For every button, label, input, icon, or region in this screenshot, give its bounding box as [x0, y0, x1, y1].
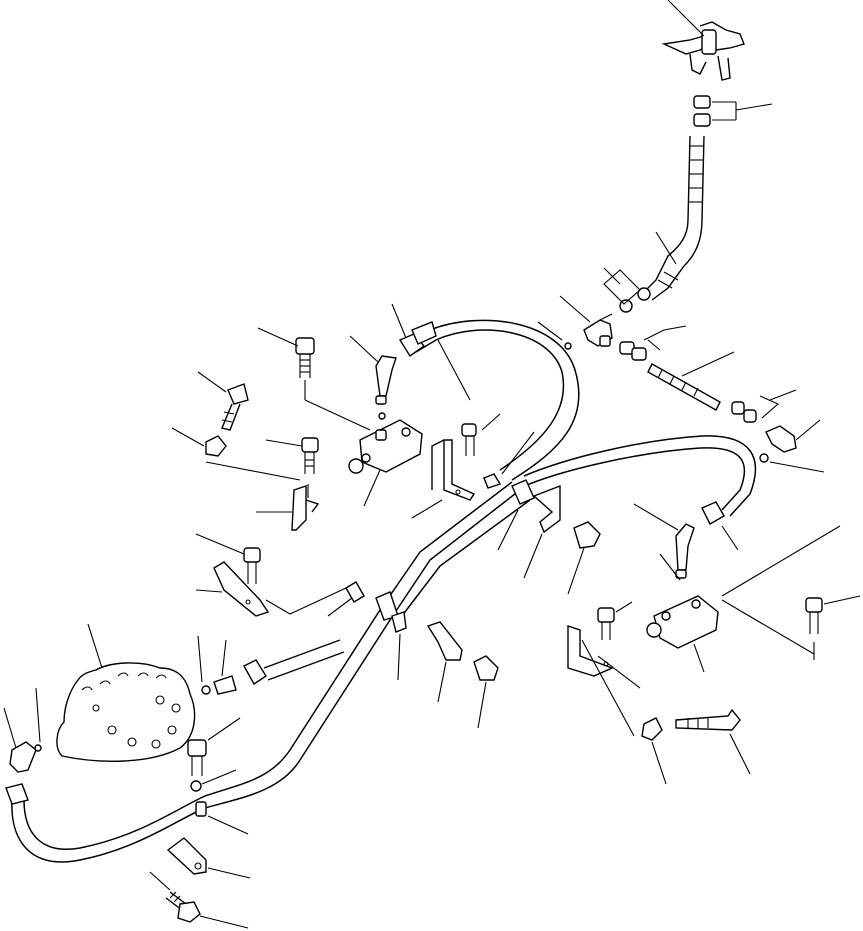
elbow-fitting-right: [759, 419, 825, 473]
bolt-center-right: [567, 521, 601, 595]
clamp-lower: [375, 591, 407, 681]
bolt-left-mid: [195, 533, 261, 584]
clip-center: [426, 621, 499, 729]
bolt-nut-lower-right: [641, 708, 751, 785]
cap-left-mid: [327, 581, 365, 617]
hose-end-left: [197, 635, 345, 695]
bracket-left-mid: [195, 561, 347, 617]
upper-valve-block: [348, 412, 423, 507]
bracket-center: [411, 413, 535, 519]
upper-hose-fitting: [391, 303, 471, 401]
bolt-lower-left: [187, 717, 241, 792]
bolt-bottom: [165, 891, 249, 929]
straight-tube-right: [647, 351, 797, 423]
small-fittings-mid-right: [537, 267, 687, 361]
bracket-right: [567, 625, 641, 737]
right-elbow: [633, 503, 695, 581]
vertical-pipe-top: [641, 135, 705, 301]
bolt-center-left: [205, 437, 319, 481]
elbow-far-left: [3, 687, 42, 773]
bracket-small-left: [256, 484, 320, 531]
upper-bolt: [257, 327, 371, 431]
clamp-upper: [497, 479, 561, 579]
upper-elbow: [349, 335, 397, 405]
pump-body: [56, 623, 196, 762]
bolt-right-edge: [805, 595, 861, 660]
hose-nuts-top: [693, 95, 773, 127]
main-hose-bundle: [11, 319, 757, 863]
bolt-right-inner: [597, 601, 633, 640]
right-valve-block: [646, 525, 841, 673]
top-fitting-tee: [661, 0, 745, 81]
bolt-left-angled: [171, 371, 249, 457]
right-hose-end: [701, 501, 739, 551]
hose-end-lower-left: [5, 783, 29, 805]
clamp-bottom: [149, 801, 251, 891]
